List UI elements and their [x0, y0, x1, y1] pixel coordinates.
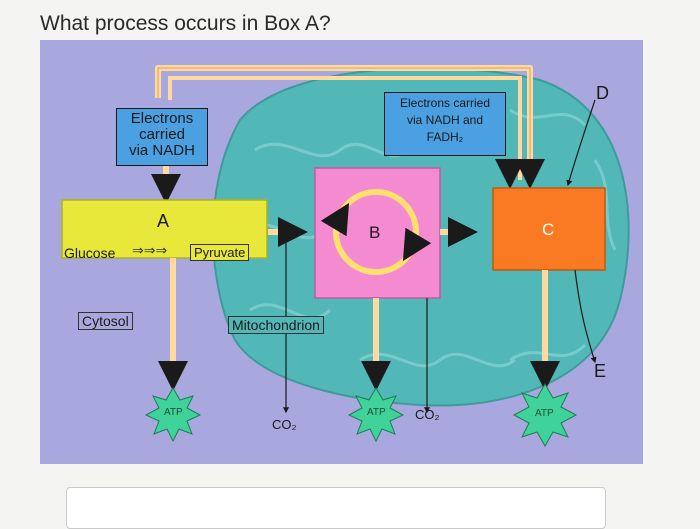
- pyruvate-label: Pyruvate: [190, 244, 250, 261]
- atp-star-2: [347, 387, 405, 443]
- box-b-label: B: [369, 223, 381, 242]
- label-d: D: [596, 83, 609, 103]
- diagram-graphics: [61, 65, 630, 448]
- electrons-nadh-fadh-line3: FADH₂: [426, 130, 464, 144]
- co2-label-1: CO₂: [272, 417, 297, 432]
- mitochondrion-label: Mitochondrion: [228, 316, 324, 334]
- box-c: [492, 187, 606, 271]
- atp-star-3: [512, 382, 578, 448]
- electrons-nadh-fadh-box: Electrons carried via NADH and FADH₂: [384, 92, 506, 156]
- electrons-nadh-line2: carried: [139, 126, 185, 143]
- cytosol-label: Cytosol: [78, 312, 133, 330]
- atp-label-3: ATP: [535, 408, 554, 419]
- glucose-label: Glucose: [64, 245, 116, 261]
- electrons-nadh-line1: Electrons: [130, 110, 194, 127]
- box-c-label: C: [542, 220, 555, 239]
- top-loop-inner: [168, 76, 522, 180]
- co2-label-2: CO₂: [415, 407, 440, 422]
- electrons-nadh-fadh-line1: Electrons carried: [399, 96, 491, 110]
- electrons-nadh-line3: via NADH: [129, 142, 195, 159]
- pathway-arrows: ⇒⇒⇒: [132, 242, 168, 258]
- cellular-respiration-diagram: Electrons carried via NADH Electrons car…: [40, 40, 643, 464]
- label-e: E: [594, 361, 607, 381]
- electrons-nadh-fadh-line2: via NADH and: [406, 113, 484, 127]
- question-text: What process occurs in Box A?: [40, 12, 331, 35]
- electrons-nadh-box: Electrons carried via NADH: [116, 108, 208, 166]
- atp-label-2: ATP: [367, 407, 386, 418]
- atp-star-1: [144, 387, 202, 443]
- box-a-label: A: [157, 211, 170, 231]
- answer-input-box[interactable]: [66, 487, 606, 529]
- atp-label-1: ATP: [164, 407, 183, 418]
